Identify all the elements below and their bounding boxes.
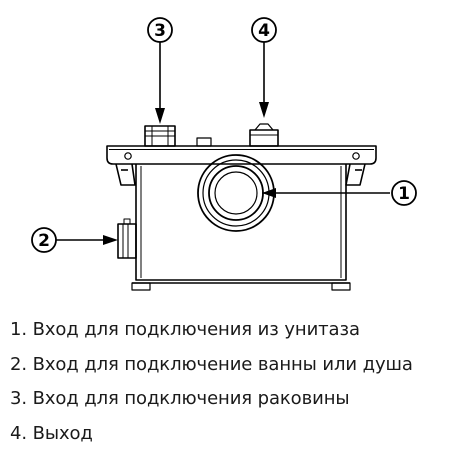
pump-diagram: 1 2 3 4: [31, 17, 417, 291]
callout-3: 3: [147, 17, 173, 124]
pump-side-flanges: [115, 152, 366, 186]
callout-2: 2: [31, 227, 118, 253]
legend-list: 1. Вход для подключения из унитаза 2. Вх…: [10, 313, 413, 451]
callout-1: 1: [262, 180, 417, 206]
callout-3-label: 3: [154, 21, 166, 41]
callout-4: 4: [251, 17, 277, 118]
legend-item-4: 4. Выход: [10, 422, 93, 444]
outlet-fitting: [249, 123, 279, 147]
sink-inlet: [144, 125, 176, 147]
legend-item-1: 1. Вход для подключения из унитаза: [10, 319, 360, 340]
callout-1-label: 1: [398, 184, 410, 204]
callout-4-label: 4: [258, 21, 270, 41]
pump-lid: [106, 137, 377, 165]
pump-body: [131, 164, 351, 291]
callout-2-label: 2: [38, 231, 50, 251]
legend-item-3: 3. Вход для подключения раковины: [10, 388, 350, 409]
legend-item-2: 2. Вход для подключение ванны или душа: [10, 353, 413, 375]
side-inlet: [117, 218, 137, 259]
